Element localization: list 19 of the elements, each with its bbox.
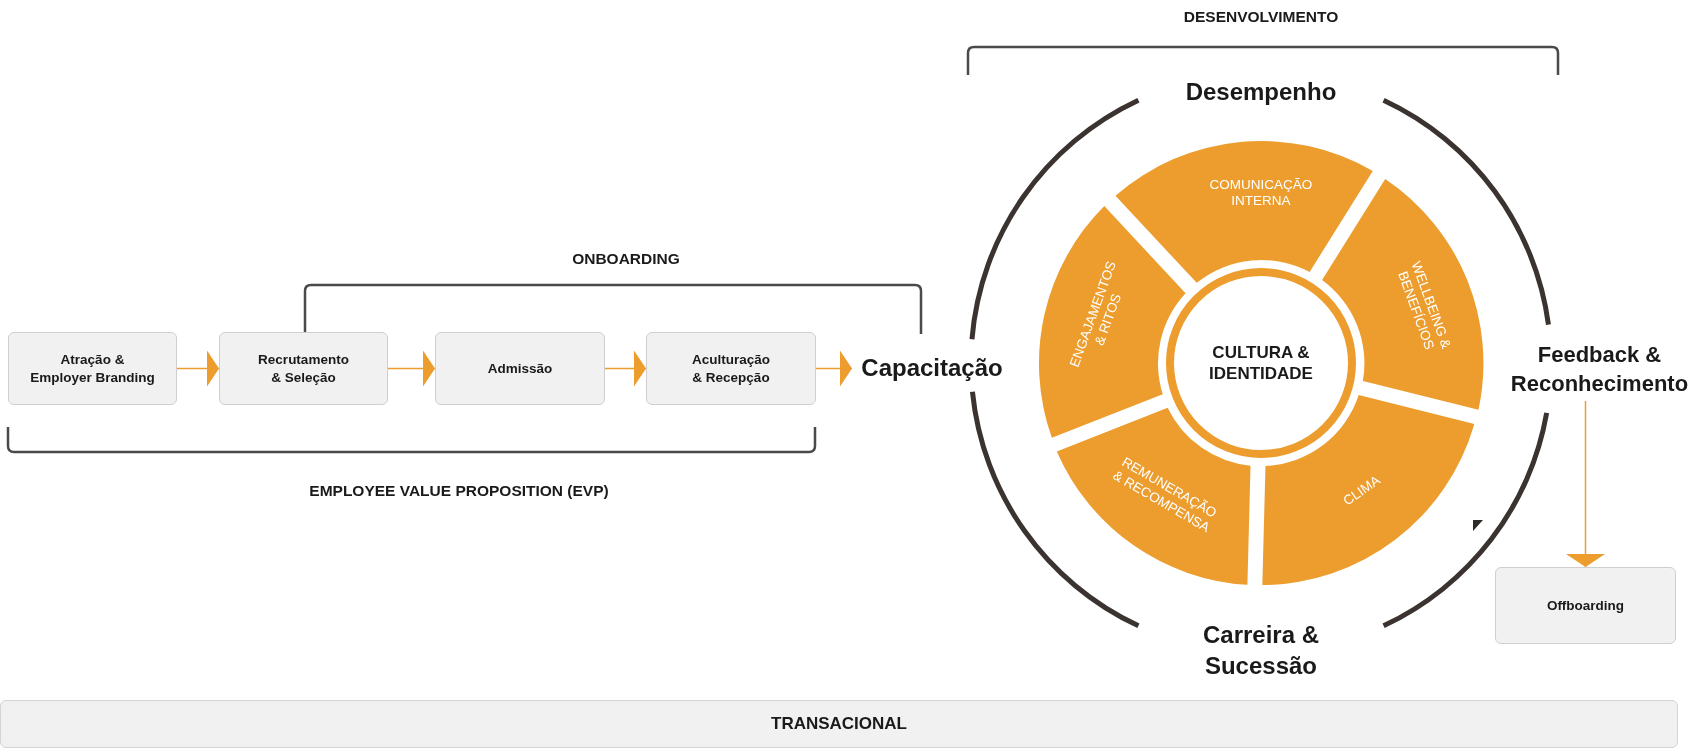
segment-label: COMUNICAÇÃO INTERNA (1208, 176, 1314, 210)
section-label: EMPLOYEE VALUE PROPOSITION (EVP) (309, 482, 609, 500)
process-box: Admissão (435, 332, 605, 405)
process-box: Atração & Employer Branding (8, 332, 177, 405)
section-label: DESENVOLVIMENTO (1183, 8, 1339, 26)
stage-label: Capacitação (852, 350, 1012, 386)
process-box: Recrutamento & Seleção (219, 332, 388, 405)
arrow (604, 350, 647, 387)
section-label: ONBOARDING (572, 250, 680, 268)
transactional-bar: TRANSACIONAL (0, 700, 1678, 748)
process-box: Aculturação & Recepção (646, 332, 816, 405)
arrow (1566, 400, 1605, 568)
arrow (387, 350, 436, 387)
arrow (176, 350, 220, 387)
stage-label: Desempenho (1176, 74, 1346, 110)
arrow (815, 350, 853, 387)
stage-label: Feedback & Reconhecimento (1497, 339, 1702, 401)
process-box: Offboarding (1495, 567, 1676, 644)
stage-label: Carreira & Sucessão (1176, 618, 1346, 682)
